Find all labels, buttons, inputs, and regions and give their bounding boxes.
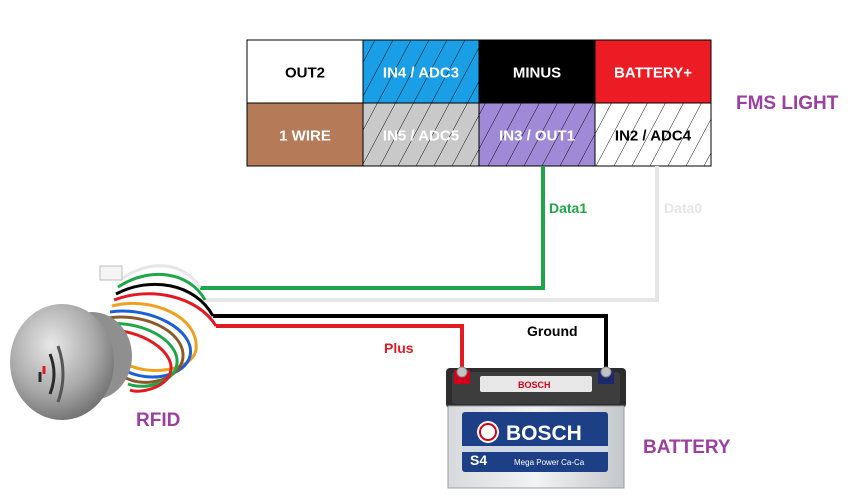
connector-pin-label: MINUS (513, 65, 561, 82)
connector-pin-label: 1 WIRE (279, 128, 331, 145)
battery-subtitle: Mega Power Ca-Ca (514, 458, 585, 467)
connector-pin-stripes (363, 103, 479, 166)
plus-label: Plus (384, 340, 414, 356)
connector-pin-label: IN5 / ADC5 (383, 128, 459, 145)
connector-pin: IN3 / OUT1 (478, 102, 596, 167)
rfid-label: RFID (136, 410, 180, 431)
connector-pin: MINUS (478, 39, 596, 104)
connector-pin: 1 WIRE (246, 102, 364, 167)
battery-lid-brand: BOSCH (518, 380, 551, 390)
connector-pin: IN5 / ADC5 (362, 102, 480, 167)
rfid-reader (10, 264, 218, 420)
positive-terminal (454, 366, 470, 384)
data0-wire (205, 166, 659, 302)
ground-label: Ground (527, 323, 578, 339)
connector-pin-background (595, 40, 711, 103)
connector-pin-background (247, 103, 363, 166)
fms-light-title: FMS LIGHT (736, 93, 839, 114)
ground-wire (213, 314, 608, 372)
battery-top-sticker (480, 376, 592, 392)
data1-wire (200, 166, 545, 290)
connector-pin-label: BATTERY+ (614, 65, 692, 82)
battery-label-stripe (462, 446, 608, 452)
rfid-wave-icon (38, 345, 65, 403)
battery: BOSCH BOSCH S4 Mega Power Ca-Ca (446, 366, 626, 489)
negative-terminal (598, 366, 614, 384)
connector-pin-background (479, 40, 595, 103)
connector-pin-stripes (363, 40, 479, 103)
connector-pin: IN2 / ADC4 (594, 102, 712, 167)
connector-pin-stripes (595, 103, 711, 166)
rfid-cable-bundle (103, 264, 218, 393)
connector-pin: IN4 / ADC3 (362, 39, 480, 104)
connector-pin-label: IN2 / ADC4 (615, 128, 692, 145)
connector-pin: OUT2 (246, 39, 364, 104)
data1-label: Data1 (549, 200, 587, 216)
connector-pin-stripes (479, 103, 595, 166)
connector-pin: BATTERY+ (594, 39, 712, 104)
battery-model: S4 (470, 452, 487, 468)
battery-label: BATTERY (643, 437, 731, 458)
battery-label-panel (462, 412, 608, 472)
battery-brand: BOSCH (506, 422, 582, 445)
connector-pin-label: OUT2 (285, 65, 325, 82)
fms-light-connector: OUT2 IN4 / ADC3 MINUS BATTERY+ 1 WIRE IN5 / A… (246, 39, 712, 167)
connector-pin-border (594, 102, 712, 167)
data0-label: Data0 (664, 200, 702, 216)
connector-pin-label: IN4 / ADC3 (383, 65, 459, 82)
connector-pin-background (247, 40, 363, 103)
connector-pin-label: IN3 / OUT1 (499, 128, 575, 145)
rfid-plug (99, 265, 123, 281)
plus-wire (216, 324, 464, 372)
